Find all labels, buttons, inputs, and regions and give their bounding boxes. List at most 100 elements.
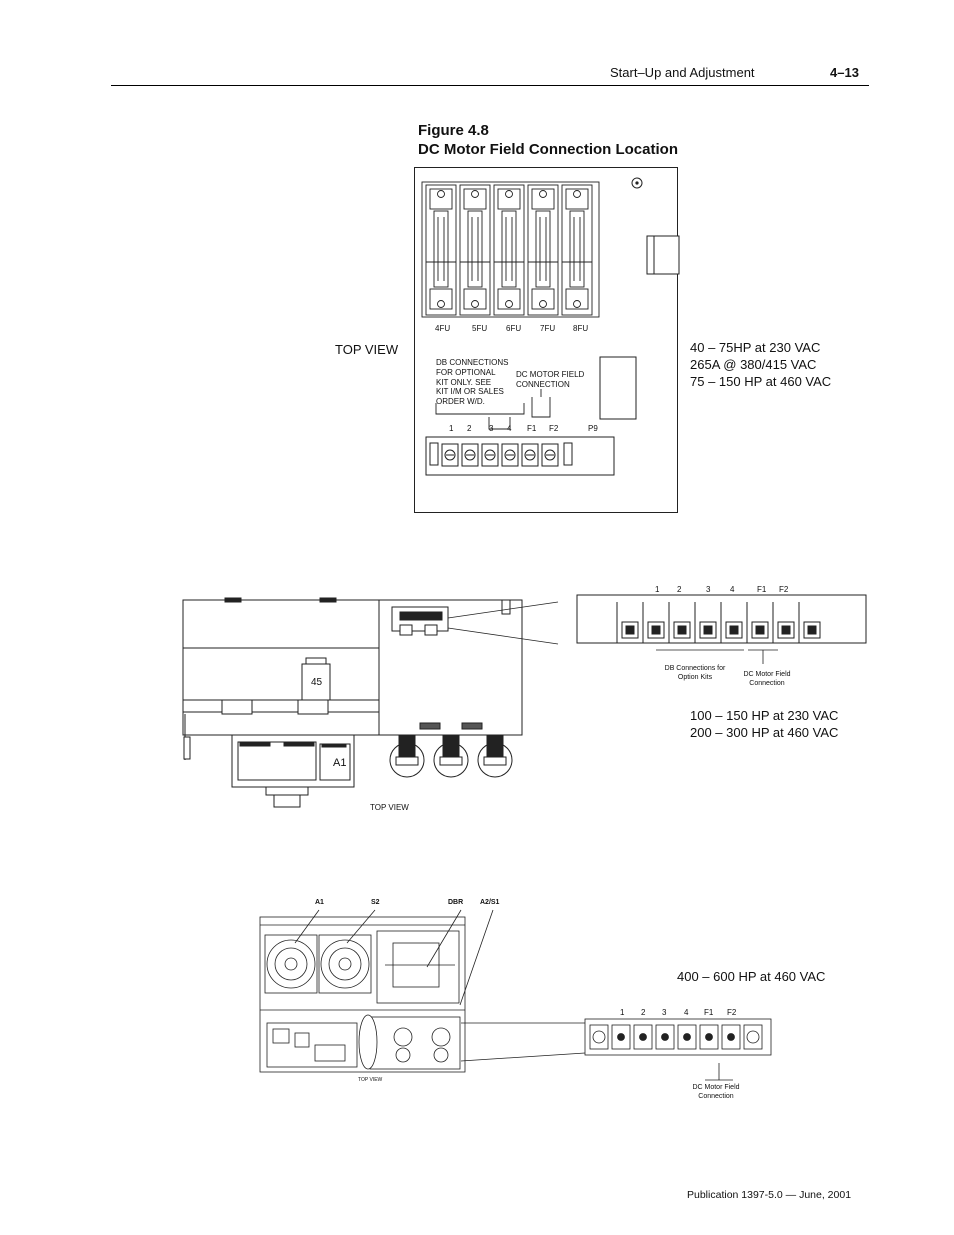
- screw-icon: [471, 300, 479, 308]
- screw-icon: [505, 300, 513, 308]
- note-line: CONNECTION: [516, 380, 570, 389]
- note-line: ORDER W/D.: [436, 397, 485, 407]
- board-label: A1: [333, 757, 347, 769]
- screw-icon: [661, 1033, 669, 1041]
- terminal-label: F2: [727, 1008, 737, 1017]
- note-line: DB CONNECTIONS: [436, 358, 509, 367]
- rating-line: 75 – 150 HP at 460 VAC: [690, 374, 832, 389]
- terminal-label: P9: [588, 424, 598, 433]
- diagram-1-ratings: 40 – 75HP at 230 VAC 265A @ 380/415 VAC …: [690, 339, 831, 390]
- screw-icon: [539, 300, 547, 308]
- note-line: KIT I/M OR SALES: [436, 387, 504, 397]
- terminal-screw: [633, 1024, 653, 1050]
- terminal-label: 4: [684, 1008, 689, 1017]
- fuse-holder: [561, 184, 593, 316]
- terminal-screw: [589, 1024, 609, 1050]
- fuse-label: 5FU: [472, 324, 488, 333]
- fuse-label: 4FU: [435, 324, 451, 333]
- terminal-label: 3: [489, 424, 494, 433]
- screw-icon: [437, 190, 445, 198]
- fuse-block: [421, 181, 600, 318]
- note-line: FOR OPTIONAL: [436, 367, 496, 377]
- publication-footer: Publication 1397-5.0 — June, 2001: [687, 1189, 852, 1201]
- caption-line: Connection: [749, 680, 785, 687]
- terminal-label: F1: [704, 1008, 714, 1017]
- db-connections-note: DB CONNECTIONS FOR OPTIONAL KIT ONLY. SE…: [436, 358, 508, 407]
- diagram-1-view-label: TOP VIEW: [335, 342, 399, 357]
- figure-number: Figure 4.8: [418, 122, 489, 139]
- callout-dbr: DBR: [448, 899, 464, 906]
- side-connector: [646, 235, 680, 275]
- callout-a1: A1: [315, 899, 324, 906]
- screw-icon: [683, 1033, 691, 1041]
- diagram-1-panel: [414, 167, 680, 513]
- fuse-label: 8FU: [573, 324, 589, 333]
- terminal-screw: [441, 443, 459, 467]
- terminal-screw: [616, 602, 639, 643]
- screw-icon: [505, 190, 513, 198]
- board-component: [599, 356, 637, 420]
- screw-icon: [573, 190, 581, 198]
- callout-a2-s1: A2/S1: [480, 899, 500, 906]
- terminal-screw: [501, 443, 519, 467]
- terminal-screw: [798, 602, 821, 643]
- field-caption: DC Motor Field Connection: [685, 1083, 747, 1101]
- terminal-strip: [425, 436, 615, 476]
- header-rule: [111, 85, 869, 86]
- terminal-label: F2: [549, 424, 559, 433]
- page-number: 4–13: [830, 65, 859, 80]
- terminal-screw: [699, 1024, 719, 1050]
- fuse-holder: [527, 184, 559, 316]
- terminal-screw: [521, 443, 539, 467]
- bus-terminal: [477, 734, 513, 778]
- field-connection-note: DC MOTOR FIELD CONNECTION: [516, 370, 584, 390]
- terminal-screw: [642, 602, 665, 643]
- diagram-3-view-label: TOP VIEW: [358, 1077, 383, 1083]
- terminal-screw: [481, 443, 499, 467]
- screw-icon: [471, 190, 479, 198]
- terminal-screw: [772, 602, 795, 643]
- terminal-screw: [611, 1024, 631, 1050]
- terminal-screw: [461, 443, 479, 467]
- note-line: DC MOTOR FIELD: [516, 370, 585, 379]
- screw-icon: [746, 1030, 760, 1044]
- fuse-holder: [459, 184, 491, 316]
- caption-line: Connection: [698, 1093, 734, 1100]
- fuse-holder: [425, 184, 457, 316]
- caption-line: Option Kits: [677, 674, 713, 681]
- terminal-screw: [694, 602, 717, 643]
- note-line: KIT ONLY. SEE: [436, 377, 492, 387]
- terminal-screw: [720, 602, 743, 643]
- terminal-screw: [655, 1024, 675, 1050]
- screw-icon: [639, 1033, 647, 1041]
- terminal-screw: [721, 1024, 741, 1050]
- terminal-label: 1: [655, 585, 660, 594]
- bus-terminal: [389, 734, 425, 778]
- terminal-screw: [743, 1024, 763, 1050]
- terminal-screw: [541, 443, 559, 467]
- terminal-label: 1: [620, 1008, 625, 1017]
- caption-line: DC Motor Field: [692, 1084, 740, 1091]
- terminal-label: F1: [757, 585, 767, 594]
- screw-icon: [437, 300, 445, 308]
- rating-line: 265A @ 380/415 VAC: [690, 357, 817, 372]
- fuse-label: 7FU: [540, 324, 556, 333]
- screw-icon: [727, 1033, 735, 1041]
- terminal-label: 4: [507, 424, 512, 433]
- fuse-holder: [493, 184, 525, 316]
- diagram-2-view-label: TOP VIEW: [370, 803, 409, 812]
- field-caption: DC Motor Field Connection: [736, 670, 798, 688]
- screw-icon: [573, 300, 581, 308]
- terminal-screw: [677, 1024, 697, 1050]
- terminal-screw: [668, 602, 691, 643]
- module-label: 45: [311, 677, 323, 688]
- terminal-screw: [746, 602, 769, 643]
- screw-icon: [592, 1030, 606, 1044]
- terminal-label: 1: [449, 424, 454, 433]
- rating-line: 100 – 150 HP at 230 VAC: [690, 708, 839, 723]
- terminal-label: 3: [662, 1008, 667, 1017]
- bus-terminal: [433, 734, 469, 778]
- diagram-3-drive: [259, 909, 772, 1081]
- terminal-label: 2: [641, 1008, 646, 1017]
- caption-line: DC Motor Field: [743, 671, 791, 678]
